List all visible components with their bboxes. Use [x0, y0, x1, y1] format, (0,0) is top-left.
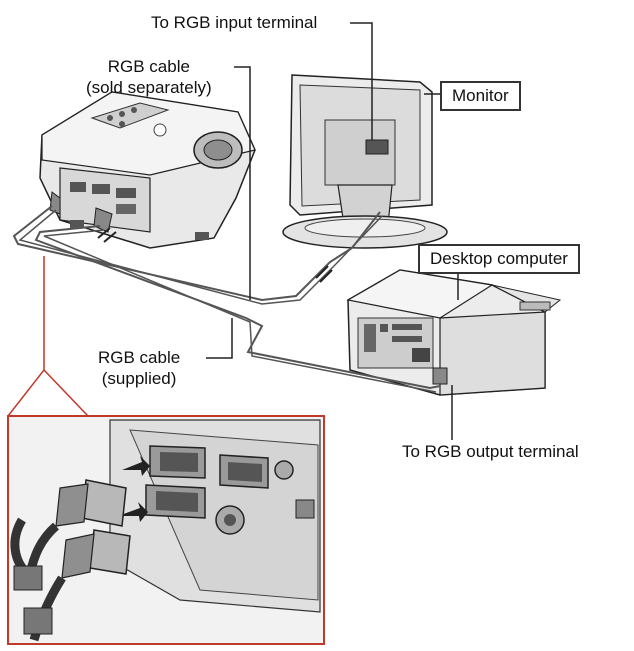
- monitor-label: Monitor: [440, 81, 521, 111]
- desktop-computer-label: Desktop computer: [418, 244, 580, 274]
- rgb-cable-supplied-line1: RGB cable: [98, 348, 181, 367]
- desktop-computer-illustration: [346, 269, 562, 396]
- rgb-input-terminal-label: To RGB input terminal: [151, 13, 318, 32]
- rgb-cable-supplied-label: RGB cable (supplied): [98, 347, 180, 389]
- rgb-cable-sold-line2: (sold separately): [86, 78, 212, 97]
- rgb-output-terminal-label: To RGB output terminal: [402, 442, 579, 461]
- projector-illustration: [39, 91, 256, 249]
- rgb-cable-sold-line1: RGB cable: [107, 57, 190, 76]
- monitor-illustration: [282, 74, 448, 249]
- rgb-cable-supplied-line2: (supplied): [101, 369, 177, 388]
- leader-lines: [206, 22, 459, 440]
- inset-detail: [7, 415, 325, 645]
- cable-lines: [12, 205, 441, 393]
- rgb-cable-sold-separately-label: RGB cable (sold separately): [86, 56, 212, 98]
- callout-lines: [7, 256, 89, 417]
